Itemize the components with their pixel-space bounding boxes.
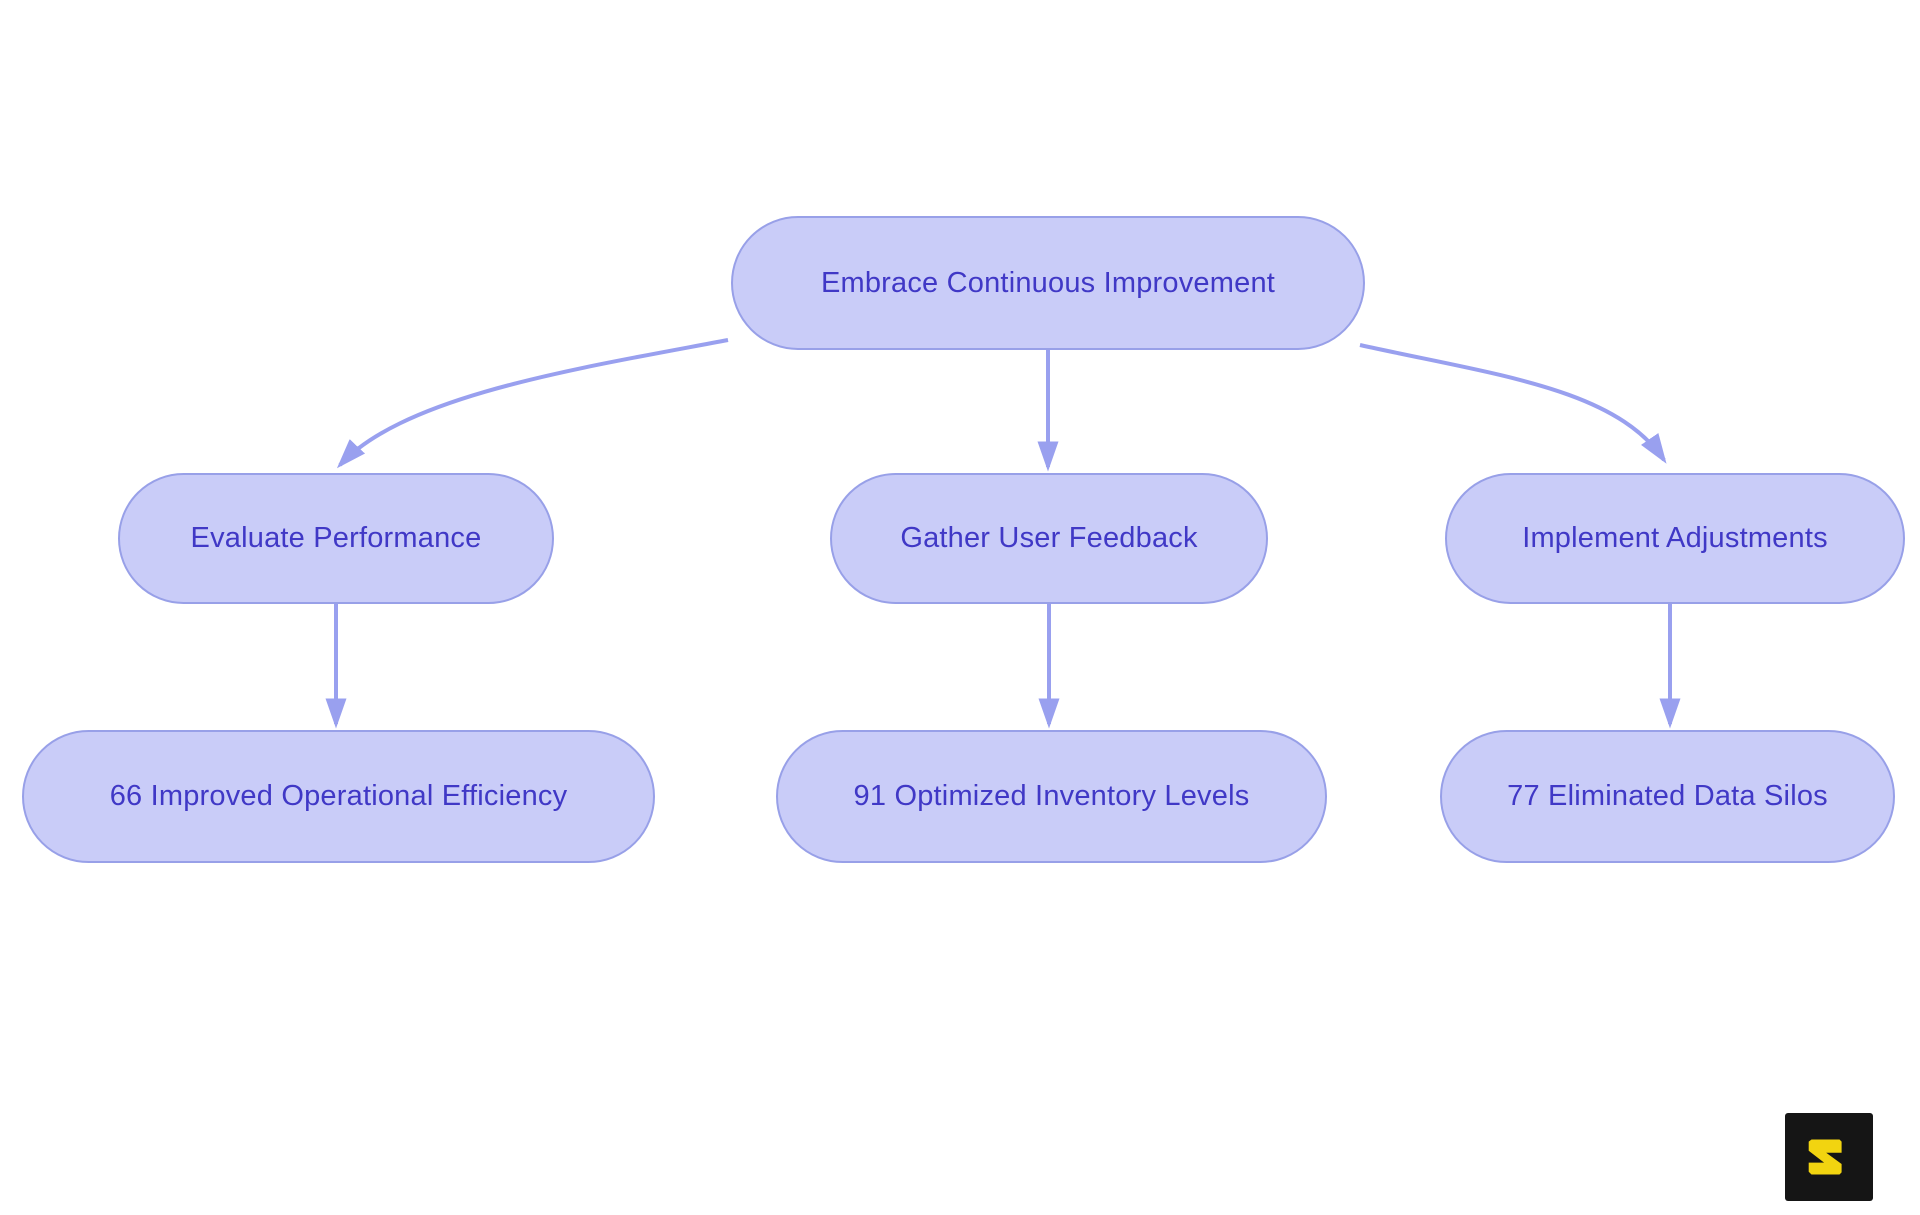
node-implement-adjustments: Implement Adjustments — [1445, 473, 1905, 604]
node-label: 77 Eliminated Data Silos — [1507, 780, 1828, 812]
edge-root-evaluate — [336, 338, 729, 469]
node-eliminated-data-silos: 77 Eliminated Data Silos — [1440, 730, 1895, 863]
node-embrace-continuous-improvement: Embrace Continuous Improvement — [731, 216, 1365, 350]
node-label: Embrace Continuous Improvement — [820, 266, 1276, 299]
node-label: Implement Adjustments — [1522, 522, 1828, 554]
node-label: 91 Optimized Inventory Levels — [853, 780, 1250, 812]
node-label: Evaluate Performance — [190, 522, 482, 554]
brand-watermark-badge — [1785, 1113, 1873, 1201]
node-label: Gather User Feedback — [900, 522, 1198, 554]
node-optimized-inventory-levels: 91 Optimized Inventory Levels — [776, 730, 1327, 863]
node-gather-user-feedback: Gather User Feedback — [830, 473, 1268, 604]
node-evaluate-performance: Evaluate Performance — [118, 473, 554, 604]
node-label: 66 Improved Operational Efficiency — [109, 780, 568, 812]
edge-root-implement — [1359, 343, 1667, 464]
node-improved-operational-efficiency: 66 Improved Operational Efficiency — [22, 730, 655, 863]
s-logo-icon — [1808, 1139, 1842, 1175]
